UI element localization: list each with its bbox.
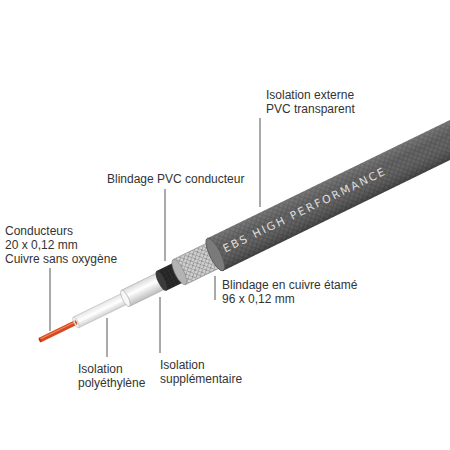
leader-line xyxy=(215,276,216,300)
part-label: Blindage PVC conducteur xyxy=(107,172,244,186)
leader-line xyxy=(107,318,108,357)
leader-lines xyxy=(50,118,260,357)
part-label: Conducteurs 20 x 0,12 mm Cuivre sans oxy… xyxy=(5,224,117,266)
part-label: Isolation polyéthylène xyxy=(78,362,145,390)
part-label: Isolation externe PVC transparent xyxy=(266,88,355,116)
leader-line xyxy=(160,297,161,353)
part-label: Isolation supplémentaire xyxy=(160,358,242,386)
cable-print: EBS HIGH PERFORMANCE xyxy=(221,165,389,257)
part-label: Blindage en cuivre étamé 96 x 0,12 mm xyxy=(222,278,357,306)
leader-line xyxy=(165,189,166,261)
cable xyxy=(31,87,450,357)
leader-line xyxy=(50,268,51,331)
leader-line xyxy=(260,118,261,207)
